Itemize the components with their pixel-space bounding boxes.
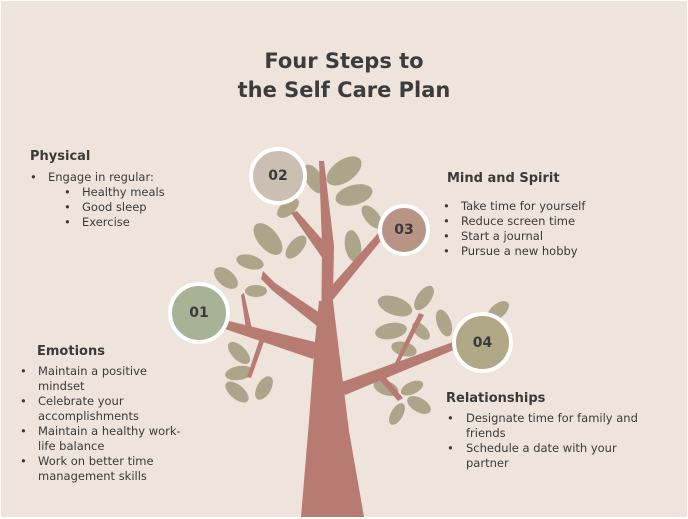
leaf	[377, 295, 413, 317]
leaf	[225, 381, 249, 403]
step-badge-03: 03	[378, 204, 430, 256]
mind-spirit-heading: Mind and Spirit	[447, 171, 560, 186]
list-item: Reduce screen time	[443, 214, 677, 229]
leaf	[253, 223, 283, 255]
step-number: 04	[472, 334, 493, 351]
step-badge-04: 04	[452, 312, 513, 373]
leaf	[227, 341, 251, 365]
step-number: 02	[268, 168, 288, 184]
branch-upper-left	[291, 211, 327, 259]
leaf	[225, 365, 253, 381]
branch-right-upper-twig	[393, 313, 424, 367]
emotions-list: Maintain a positive mindset Celebrate yo…	[20, 364, 197, 484]
leaf	[389, 403, 405, 425]
tree-leaves	[214, 156, 509, 425]
physical-list: Engage in regular: Healthy meals Good sl…	[30, 170, 165, 230]
sub-list-item: Good sleep	[64, 200, 165, 215]
list-item: Maintain a positive mindset	[20, 364, 188, 394]
leaf	[400, 380, 424, 396]
list-item: Pursue a new hobby	[443, 244, 677, 259]
list-item: Take time for yourself	[443, 199, 677, 214]
step-badge-01: 01	[168, 282, 230, 344]
leaf	[414, 285, 434, 311]
list-item: Schedule a date with your partner	[447, 441, 661, 471]
leaf	[407, 396, 431, 414]
physical-heading: Physical	[30, 149, 91, 164]
step-number: 01	[189, 305, 209, 321]
physical-section: Physical Engage in regular: Healthy meal…	[30, 148, 165, 230]
relationships-section: Relationships Designate time for family …	[446, 390, 671, 471]
leaf	[326, 156, 362, 186]
branch-mid-left	[261, 271, 323, 326]
emotions-section: Emotions Maintain a positive mindset Cel…	[20, 343, 197, 484]
relationships-list: Designate time for family and friends Sc…	[446, 411, 671, 471]
branch-right	[339, 341, 461, 395]
leaf	[335, 184, 373, 206]
sub-list-item: Healthy meals	[64, 185, 165, 200]
tree-trunk	[301, 301, 364, 517]
page-title: Four Steps to the Self Care Plan	[144, 47, 544, 105]
leaf	[236, 254, 264, 270]
mind-spirit-list: Take time for yourself Reduce screen tim…	[443, 199, 677, 259]
mind-spirit-section: Mind and Spirit Take time for yourself R…	[443, 170, 677, 259]
leaf	[303, 164, 325, 194]
title-line-1: Four Steps to	[264, 49, 424, 73]
leaf	[214, 267, 238, 289]
sub-list-item: Exercise	[64, 215, 165, 230]
list-item: Maintain a healthy work-life balance	[20, 424, 188, 454]
tree-trunk-and-branches	[225, 161, 461, 517]
branch-left	[225, 321, 319, 359]
leaf	[277, 198, 299, 218]
list-item: Engage in regular: Healthy meals Good sl…	[30, 170, 165, 230]
physical-sublist: Healthy meals Good sleep Exercise	[48, 185, 165, 230]
list-item: Work on better time management skills	[20, 454, 188, 484]
branch-top	[319, 161, 334, 346]
relationships-heading: Relationships	[446, 391, 546, 406]
leaf	[435, 309, 453, 337]
list-item: Celebrate your accomplishments	[20, 394, 188, 424]
list-item-text: Engage in regular:	[48, 170, 154, 184]
branch-left-lower-twig	[247, 339, 265, 378]
title-line-2: the Self Care Plan	[237, 78, 451, 102]
branch-right-twig	[377, 373, 403, 401]
leaf	[344, 230, 362, 262]
list-item: Designate time for family and friends	[447, 411, 661, 441]
step-number: 03	[394, 222, 414, 238]
emotions-heading: Emotions	[37, 344, 105, 359]
leaf	[285, 235, 307, 259]
branch-upper-right	[327, 223, 392, 301]
leaf	[361, 205, 383, 229]
leaf	[245, 285, 267, 297]
branch-left-twig	[241, 293, 252, 329]
step-badge-02: 02	[249, 147, 307, 205]
leaf	[375, 322, 407, 340]
leaf	[255, 376, 273, 400]
list-item: Start a journal	[443, 229, 677, 244]
